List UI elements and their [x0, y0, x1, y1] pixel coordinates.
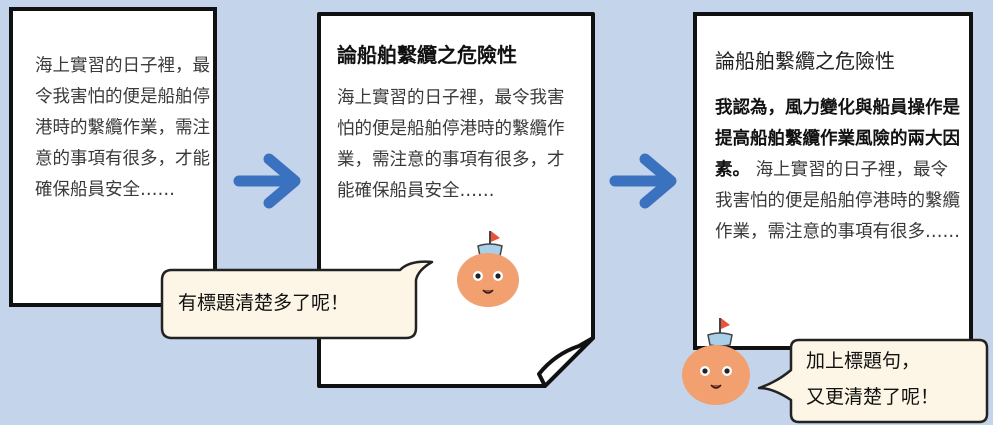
bubble2-line2: 又更清楚了呢！ — [806, 386, 940, 408]
speech-bubble — [757, 338, 989, 424]
panel3-body-text: 海上實習的日子裡，最令我害怕的便是船舶停港時的繫纜作業，需注意的事項有很多…… — [715, 160, 960, 242]
panel-with-topic-sentence: 論船舶繫纜之危險性 我認為，風力變化與船員操作是提高船舶繫纜作業風險的兩大因素。… — [693, 12, 973, 350]
panel1-body: 海上實習的日子裡，最令我害怕的便是船舶停港時的繫纜作業，需注意的事項有很多，才能… — [35, 56, 210, 200]
panel3-body: 我認為，風力變化與船員操作是提高船舶繫纜作業風險的兩大因素。 海上實習的日子裡，… — [715, 93, 963, 248]
bubble1-text: 有標題清楚多了呢！ — [178, 292, 350, 314]
bubble2-line1: 加上標題句， — [806, 350, 921, 372]
panel-original-text: 海上實習的日子裡，最令我害怕的便是船舶停港時的繫纜作業，需注意的事項有很多，才能… — [9, 7, 217, 307]
right-arrow-icon — [609, 153, 677, 209]
panel2-body: 海上實習的日子裡，最令我害怕的便是船舶停港時的繫纜作業，需注意的事項有很多，才能… — [337, 88, 565, 201]
panel2-title: 論船舶繫纜之危險性 — [337, 43, 517, 67]
right-arrow-icon — [233, 153, 301, 209]
mascot-icon — [457, 231, 519, 307]
mascot-icon — [682, 318, 750, 405]
panel3-title: 論船舶繫纜之危險性 — [715, 49, 895, 73]
topic-sentence: 我認為，風力變化與船員操作是提高船舶繫纜作業風險的兩大因素。 — [715, 98, 960, 180]
speech-bubble — [160, 260, 434, 340]
